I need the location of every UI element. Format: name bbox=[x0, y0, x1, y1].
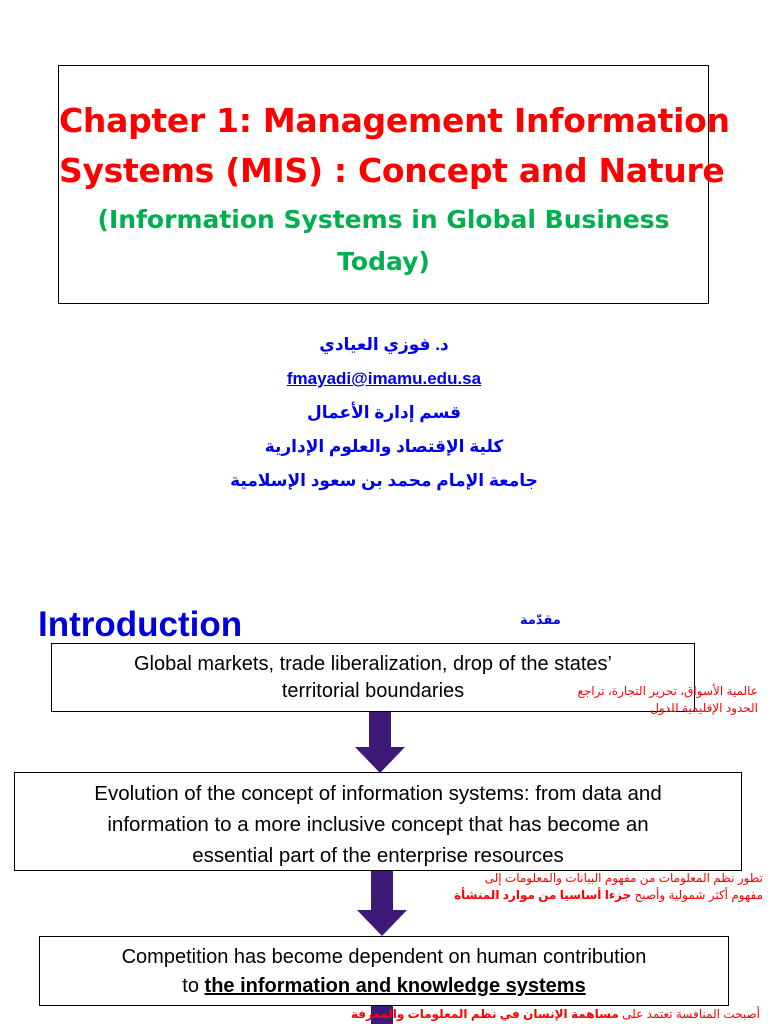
author-name: د. فوزي العيادي bbox=[319, 335, 449, 354]
box1-arabic-note-line-1: عالمية الأسواق، تحرير التجارة، تراجع bbox=[577, 684, 759, 698]
chapter-subtitle-line-1: (Information Systems in Global Business bbox=[97, 205, 670, 234]
box3-arabic-note-bold: مساهمة الإنسان في نظم المعلومات والمعرفة bbox=[350, 1007, 619, 1021]
box3-line-2: to the information and knowledge systems bbox=[40, 972, 728, 1001]
box1-line-2: territorial boundaries bbox=[281, 680, 465, 702]
chapter-subtitle-line-2: Today) bbox=[337, 247, 430, 276]
box1-line-1: Global markets, trade liberalization, dr… bbox=[133, 653, 613, 675]
college-name: كلية الإقتصاد والعلوم الإدارية bbox=[264, 437, 504, 456]
box2-arabic-note-line-1: تطور نظم المعلومات من مفهوم البيانات وال… bbox=[484, 871, 763, 885]
flow-box-evolution: Evolution of the concept of information … bbox=[14, 772, 742, 871]
chapter-title-line-2: Systems (MIS) : Concept and Nature bbox=[59, 151, 725, 190]
chapter-subtitle: (Information Systems in Global Business … bbox=[59, 199, 708, 283]
box3-line-2-bold: the information and knowledge systems bbox=[204, 975, 586, 997]
box2-arabic-note-bold: جزءا أساسيا من موارد المنشأة bbox=[454, 888, 632, 902]
down-arrow-icon bbox=[371, 1006, 393, 1024]
title-box: Chapter 1: Management Information System… bbox=[58, 65, 730, 304]
introduction-heading: Introduction bbox=[38, 605, 243, 644]
box2-line-2: information to a more inclusive concept … bbox=[107, 813, 649, 836]
box2-arabic-note-line-2: مفهوم أكثر شمولية وأصبح جزءا أساسيا من م… bbox=[415, 887, 763, 904]
flow-box-global-markets: Global markets, trade liberalization, dr… bbox=[51, 643, 695, 712]
box2-line-1: Evolution of the concept of information … bbox=[94, 782, 662, 805]
box2-arabic-note: تطور نظم المعلومات من مفهوم البيانات وال… bbox=[415, 870, 763, 904]
box2-arabic-note-prefix: مفهوم أكثر شمولية وأصبح bbox=[634, 888, 763, 902]
down-arrow-icon bbox=[357, 870, 407, 936]
box3-arabic-note-prefix: أصبحت المنافسة تعتمد على bbox=[622, 1007, 760, 1021]
box3-arabic-note: أصبحت المنافسة تعتمد على مساهمة الإنسان … bbox=[320, 1006, 760, 1023]
author-info: د. فوزي العيادي fmayadi@imamu.edu.sa قسم… bbox=[0, 328, 768, 498]
introduction-heading-arabic: مقدّمة bbox=[520, 612, 561, 627]
down-arrow-icon bbox=[355, 711, 405, 773]
chapter-title-line-1: Chapter 1: Management Information bbox=[59, 101, 730, 140]
box1-arabic-note-line-2: الحدود الإقليمية للدول bbox=[650, 701, 758, 715]
box3-line-1: Competition has become dependent on huma… bbox=[121, 946, 647, 968]
department-name: قسم إدارة الأعمال bbox=[306, 403, 462, 422]
chapter-title: Chapter 1: Management Information System… bbox=[59, 96, 730, 196]
box2-line-3: essential part of the enterprise resourc… bbox=[192, 844, 564, 867]
university-name: جامعة الإمام محمد بن سعود الإسلامية bbox=[230, 471, 538, 490]
box1-arabic-note: عالمية الأسواق، تحرير التجارة، تراجع الح… bbox=[515, 683, 759, 717]
author-email-link[interactable]: fmayadi@imamu.edu.sa bbox=[286, 369, 482, 388]
flow-box-competition: Competition has become dependent on huma… bbox=[39, 936, 729, 1006]
box3-line-2-prefix: to bbox=[182, 975, 199, 997]
